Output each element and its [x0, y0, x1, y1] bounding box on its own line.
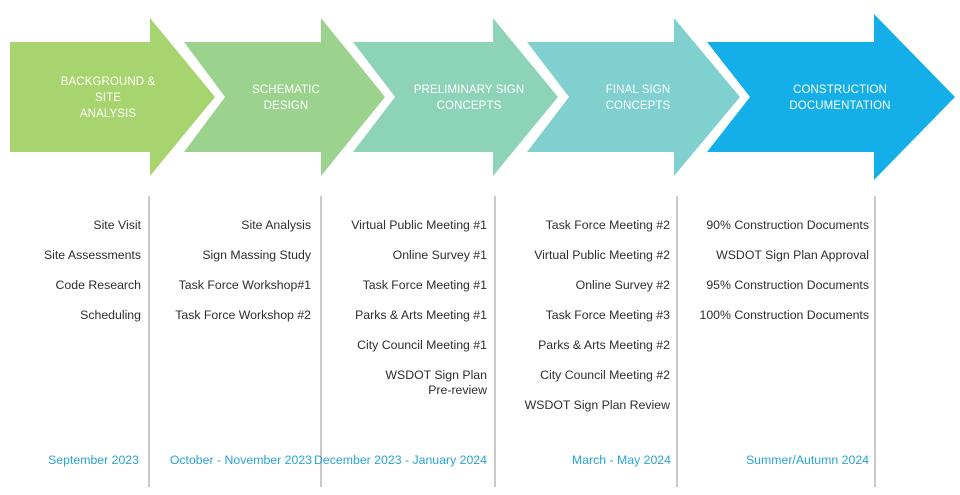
phase-5-tasks: 90% Construction Documents WSDOT Sign Pl…	[699, 218, 869, 338]
phase-1-tasks: Site Visit Site Assessments Code Researc…	[0, 218, 141, 338]
task-item: Task Force Meeting #2	[545, 218, 670, 232]
phase-3-date: December 2023 - January 2024	[314, 453, 487, 467]
phase-3-tasks: Virtual Public Meeting #1 Online Survey …	[327, 218, 487, 413]
task-item: WSDOT Sign Plan Review	[524, 398, 670, 412]
column-divider	[320, 196, 322, 487]
task-item: City Council Meeting #1	[357, 338, 487, 352]
phase-2-date: October - November 2023	[169, 453, 312, 467]
column-divider	[676, 196, 678, 487]
task-item: Sign Massing Study	[202, 248, 311, 262]
task-item: Site Assessments	[43, 248, 141, 262]
task-item: 100% Construction Documents	[699, 308, 869, 322]
phase-arrow-4	[527, 18, 740, 176]
task-item: Site Analysis	[241, 218, 311, 232]
phase-1-date: September 2023	[48, 453, 139, 467]
phase-5-title: ConstructionDocumentation	[789, 84, 891, 112]
phase-4-title: Final SignConcepts	[605, 84, 671, 112]
task-item: Task Force Meeting #3	[545, 308, 670, 322]
phase-2-title: SchematicDesign	[252, 84, 320, 112]
phase-arrow-2	[184, 18, 385, 176]
task-item: City Council Meeting #2	[540, 368, 670, 382]
task-item: Task Force Meeting #1	[362, 278, 487, 292]
task-item: 90% Construction Documents	[706, 218, 869, 232]
task-item: Parks & Arts Meeting #1	[355, 308, 487, 322]
column-divider	[494, 196, 496, 487]
task-item: Parks & Arts Meeting #2	[538, 338, 670, 352]
task-item: Online Survey #1	[392, 248, 487, 262]
phase-arrow-3	[353, 18, 558, 176]
phase-4-date: March - May 2024	[571, 453, 671, 467]
task-item: 95% Construction Documents	[706, 278, 869, 292]
task-item: WSDOT Sign Plan Pre-review	[327, 368, 487, 398]
task-item: Scheduling	[80, 308, 141, 322]
task-item: Virtual Public Meeting #1	[351, 218, 487, 232]
phase-3-title: Preliminary SignConcepts	[413, 84, 525, 112]
task-item: Online Survey #2	[575, 278, 670, 292]
task-item: Task Force Workshop#1	[178, 278, 311, 292]
phase-2-tasks: Site Analysis Sign Massing Study Task Fo…	[151, 218, 311, 338]
phase-5-date: Summer/Autumn 2024	[745, 453, 869, 467]
task-item: WSDOT Sign Plan Approval	[716, 248, 869, 262]
phase-arrow-5	[707, 14, 955, 180]
phase-4-tasks: Task Force Meeting #2 Virtual Public Mee…	[510, 218, 670, 428]
column-divider	[148, 196, 150, 487]
task-item: Task Force Workshop #2	[175, 308, 311, 322]
task-item-line: WSDOT Sign Plan	[385, 368, 487, 382]
task-item: Virtual Public Meeting #2	[534, 248, 670, 262]
phase-arrow-1	[10, 18, 215, 176]
task-item-line: Pre-review	[428, 383, 487, 397]
column-divider	[874, 196, 876, 487]
task-item: Code Research	[55, 278, 141, 292]
task-item: Site Visit	[93, 218, 141, 232]
